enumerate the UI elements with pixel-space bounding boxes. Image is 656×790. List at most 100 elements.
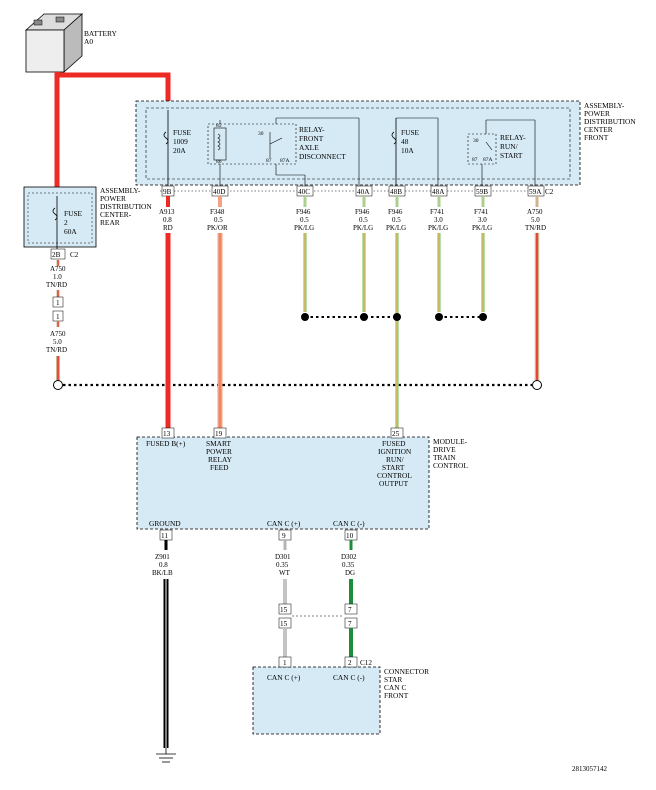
fuse-2-l3: 60A [64, 227, 77, 236]
w6-l1: F741 [474, 208, 489, 216]
w4-l2: 0.5 [392, 216, 401, 224]
module-pin-25: 25 [392, 430, 400, 438]
w5-l3: PK/LG [428, 224, 448, 232]
star-can-minus: CAN C (-) [333, 673, 365, 682]
pdc-rear-connector: C2 [70, 251, 79, 259]
star-connector-can-c-front: 1 2 C12 CAN C (+) CAN C (-) CONNECTOR ST… [252, 656, 429, 735]
w7-l1: A750 [527, 208, 543, 216]
w1-l1: F348 [210, 208, 225, 216]
pdc-rear-title-1: ASSEMBLY- [100, 186, 141, 195]
w7-l3: TN/RD [525, 224, 546, 232]
battery-id: A0 [84, 37, 93, 46]
module-title-1: MODULE- [433, 437, 468, 446]
relay1-pin86: 86 [216, 159, 222, 165]
fuse-48-l3: 10A [401, 146, 414, 155]
w5-l1: F741 [430, 208, 445, 216]
module-ign-l6: OUTPUT [379, 479, 409, 488]
w4-l1: F946 [388, 208, 403, 216]
z901-l1: Z901 [155, 553, 170, 561]
fuse-1009-l2: 1009 [173, 137, 188, 146]
pin-48b: 48B [390, 188, 402, 196]
top-wires [165, 196, 540, 429]
battery: BATTERY A0 [24, 13, 118, 73]
w0-l3: RD [163, 224, 173, 232]
module-smart-l2: POWER [206, 447, 232, 456]
relay2-pin87a: 87A [483, 157, 493, 163]
pdc-front: ASSEMBLY- POWER DISTRIBUTION CENTER FRON… [135, 100, 636, 190]
module-ground: GROUND [149, 519, 181, 528]
module-pin-13: 13 [163, 430, 171, 438]
a750-rear-l3: TN/RD [46, 281, 67, 289]
bottom-wires: Z901 0.8 BK/LB D301 0.35 WT 15 15 D302 0… [152, 540, 358, 763]
module-smart-l4: FEED [210, 463, 229, 472]
module-pin-19: 19 [215, 430, 223, 438]
w3-l3: PK/LG [353, 224, 373, 232]
relay1-pin87: 87 [266, 158, 272, 164]
module-can-minus: CAN C (-) [333, 519, 365, 528]
w2-l3: PK/LG [294, 224, 314, 232]
pdc-rear-title-5: REAR [100, 218, 120, 227]
star-title-2: STAR [384, 675, 402, 684]
inline-can-l-top: 7 [348, 606, 352, 614]
d301-l3: WT [279, 569, 291, 577]
a750-rear-l1: A750 [50, 265, 66, 273]
pdc-front-title-5: FRONT [584, 133, 609, 142]
pdc-front-pins: 9B 40D 40C 40A 48B 48A 59B 59A C2 [161, 185, 554, 197]
module-ign-l4: START [382, 463, 405, 472]
w0-l1: A913 [159, 208, 175, 216]
inline-can-h-top: 15 [280, 606, 288, 614]
star-pin-2: 2 [348, 659, 352, 667]
relay-front-axle-l4: DISCONNECT [299, 152, 346, 161]
pdc-rear-title-2: POWER [100, 194, 126, 203]
fuse-1009-l1: FUSE [173, 128, 192, 137]
pdc-rear-title-4: CENTER- [100, 210, 132, 219]
star-pin-1: 1 [283, 659, 287, 667]
a750-splice-right [532, 380, 542, 390]
a750-rear2-l1: A750 [50, 330, 66, 338]
relay1-pin87a: 87A [280, 158, 290, 164]
module-pin-9: 9 [282, 532, 286, 540]
module-ign-l5: CONTROL [377, 471, 412, 480]
d301-l1: D301 [275, 553, 291, 561]
d301-l2: 0.35 [276, 561, 289, 569]
pin-9b: 9B [163, 188, 172, 196]
pin-40a: 40A [357, 188, 370, 196]
module-fused-b: FUSED B(+) [146, 439, 186, 448]
relay-run-start-l2: RUN/ [500, 142, 519, 151]
inline-a750-bottom: 1 [56, 313, 60, 321]
diagram-code: 2813057142 [572, 765, 608, 773]
relay-run-start-l1: RELAY- [500, 133, 526, 142]
pin-40c: 40C [298, 188, 310, 196]
fuse-2-l2: 2 [64, 218, 68, 227]
module-ign-l2: IGNITION [378, 447, 412, 456]
star-can-plus: CAN C (+) [267, 673, 301, 682]
pin-59a: 59A [529, 188, 542, 196]
fuse-48-l1: FUSE [401, 128, 420, 137]
a750-rear2-l3: TN/RD [46, 346, 67, 354]
d302-l3: DG [345, 569, 355, 577]
pdc-front-title-3: DISTRIBUTION [584, 117, 636, 126]
module-title-3: TRAIN [433, 453, 456, 462]
pin-2b: 2B [52, 251, 61, 259]
w2-l1: F946 [296, 208, 311, 216]
module-title-2: DRIVE [433, 445, 456, 454]
inline-can-l-bottom: 7 [348, 620, 352, 628]
w1-l3: PK/OR [207, 224, 228, 232]
relay-front-axle-l1: RELAY- [299, 125, 325, 134]
ground-symbol-icon [156, 748, 176, 763]
a750-rear-l2: 1.0 [53, 273, 62, 281]
module-drive-train-control: MODULE- DRIVE TRAIN CONTROL 13 19 25 FUS… [136, 427, 468, 541]
pdc-rear-title-3: DISTRIBUTION [100, 202, 152, 211]
battery-name: BATTERY [84, 29, 118, 38]
star-title-1: CONNECTOR [384, 667, 429, 676]
pdc-front-title-2: POWER [584, 109, 610, 118]
w6-l3: PK/LG [472, 224, 492, 232]
relay-front-axle-l2: FRONT [299, 134, 324, 143]
d302-l1: D302 [341, 553, 357, 561]
w0-l2: 0.8 [163, 216, 172, 224]
w2-l2: 0.5 [300, 216, 309, 224]
module-smart-l1: SMART [206, 439, 232, 448]
w4-l3: PK/LG [386, 224, 406, 232]
module-pin-11: 11 [161, 532, 168, 540]
